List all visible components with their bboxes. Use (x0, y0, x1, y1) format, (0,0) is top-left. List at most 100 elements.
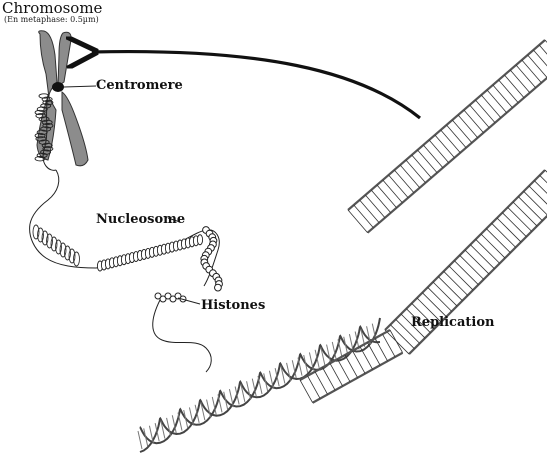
strand-rung (365, 194, 386, 218)
strand-rung (390, 324, 415, 349)
label-centromere: Centromere (96, 78, 183, 93)
strand-rung (475, 99, 496, 123)
strand-rung (534, 180, 547, 194)
strand-rung (459, 255, 484, 280)
base-pair (206, 399, 212, 418)
solenoid-turn (196, 234, 204, 246)
strand-rung (492, 84, 513, 108)
base-pair (286, 362, 292, 382)
base-pair (348, 333, 354, 353)
strand-rung (388, 174, 409, 198)
strand-rung (406, 308, 431, 333)
base-pair (251, 378, 257, 397)
strand-rung (509, 69, 531, 93)
chromosome-lower-right-arm (61, 91, 89, 167)
chromatin-loop (42, 123, 54, 129)
strand-rung (498, 79, 519, 103)
strand-rung (374, 338, 388, 362)
fibre-coil (37, 227, 44, 243)
strand-rung (432, 281, 458, 307)
base-pair (160, 420, 166, 439)
strand-rung (518, 196, 543, 221)
diagram-subtitle: (En metaphase: 0.5µm) (4, 15, 99, 24)
strand-rung (399, 164, 421, 188)
base-pair (308, 352, 314, 371)
strand-rung (337, 358, 351, 383)
strand-rung (480, 94, 502, 118)
centromere (52, 82, 64, 92)
base-pair (143, 428, 149, 447)
strand-rung (389, 329, 403, 353)
base-pair (268, 370, 274, 389)
fibre-coil (64, 245, 71, 261)
base-pair (137, 430, 143, 450)
fibre-coil (68, 248, 76, 264)
chromatin-loop (42, 99, 54, 106)
base-pair (228, 388, 234, 408)
base-pair (234, 386, 240, 405)
fibre-coil (59, 242, 67, 258)
strand-rung (299, 379, 313, 403)
histone-bead (154, 292, 162, 300)
strand-rung (475, 239, 500, 264)
strand-rung (344, 354, 358, 378)
label-replication: Replication (411, 315, 495, 330)
histones-leader (177, 297, 201, 305)
base-pair (211, 396, 217, 416)
chromatin-loop (41, 96, 53, 102)
chromatin-loop (38, 93, 50, 99)
strand-rung (411, 154, 432, 178)
strand-rung (347, 209, 368, 233)
strand-rung (538, 44, 547, 55)
fibre-coil (50, 236, 58, 252)
chromatin-loop (35, 113, 47, 119)
strand-rung (382, 333, 396, 358)
base-pair (314, 349, 320, 368)
strand-rung (480, 233, 506, 259)
fibre-coil (46, 233, 53, 249)
strand-rung (353, 204, 374, 228)
label-nucleosome: Nucleosome (96, 212, 186, 227)
fibre-coil (55, 239, 62, 255)
strand-rung (521, 59, 542, 83)
strand-rung (370, 189, 392, 213)
base-pair (183, 409, 189, 429)
base-pair (274, 368, 280, 387)
chromatin-coil (34, 93, 57, 171)
fibre-coil (32, 224, 40, 240)
base-pair (200, 402, 206, 421)
strand-rung (502, 212, 527, 237)
base-pair (148, 425, 154, 444)
base-pair (320, 347, 326, 366)
fibre-coil (41, 230, 49, 246)
strand-rung (533, 49, 547, 67)
base-pair (337, 339, 343, 358)
strand-rung (463, 109, 484, 133)
chromatin-loop (41, 142, 53, 149)
strand-rung (314, 371, 328, 395)
strand-rung (527, 54, 547, 78)
histone-bead (159, 295, 167, 303)
strand-rung (470, 244, 495, 269)
strand-rung (434, 134, 455, 158)
helix-strand (139, 325, 381, 453)
replicating-strands (299, 39, 547, 404)
base-pair (280, 365, 286, 384)
fibre-coil (73, 251, 80, 267)
base-pair (343, 336, 349, 355)
base-pair (154, 423, 160, 442)
base-pair (194, 404, 200, 423)
chromatin-loop (34, 132, 46, 139)
base-pair (291, 360, 297, 379)
strand-rung (322, 367, 336, 391)
strand-rung (352, 350, 366, 374)
chromatin-loop (42, 146, 54, 152)
base-pair (223, 391, 229, 410)
strand-rung (423, 144, 444, 168)
strand-rung (422, 292, 447, 317)
strand-rung (523, 191, 547, 216)
base-pair (246, 381, 252, 400)
strand-rung (416, 297, 442, 323)
strand-rung (438, 276, 463, 301)
